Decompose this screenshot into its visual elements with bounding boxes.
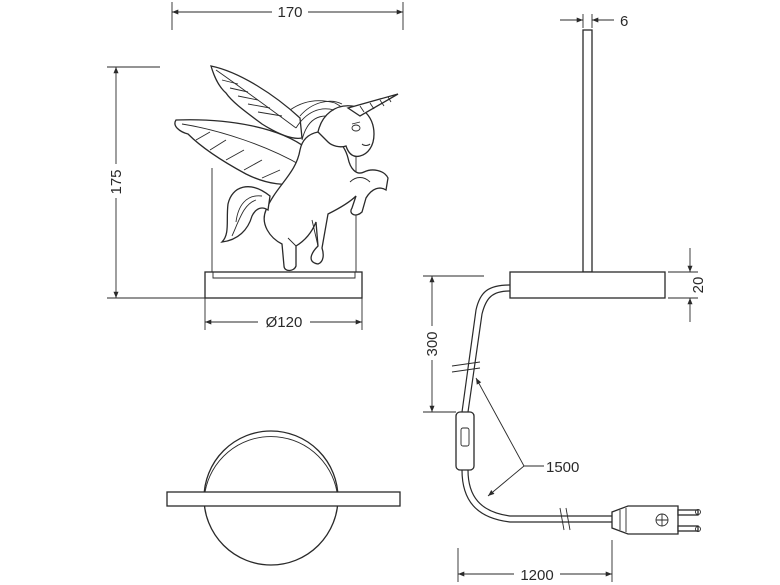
side-base <box>509 271 666 299</box>
dim-width-top-label: 170 <box>277 4 302 21</box>
dim-cable-switch-to-plug: 1200 <box>457 540 613 584</box>
side-pole <box>582 29 593 273</box>
plug-icon <box>611 505 701 535</box>
unicorn-wing-lower <box>174 119 307 185</box>
cable-break-mark <box>559 507 571 531</box>
cable-switch <box>455 411 475 471</box>
dim-height-front: 175 <box>106 66 205 299</box>
front-base <box>204 271 363 299</box>
dim-cable-to-switch-label: 300 <box>424 331 441 356</box>
dim-height-front-label: 175 <box>108 169 125 194</box>
dim-cable-total-label: 1500 <box>546 459 579 476</box>
top-panel <box>166 491 401 507</box>
unicorn-tail <box>220 186 271 243</box>
unicorn-body <box>263 131 389 272</box>
cable-break-mark <box>451 361 481 373</box>
side-view <box>451 29 701 535</box>
cable <box>461 284 612 523</box>
dim-width-top: 170 <box>171 2 404 30</box>
top-view <box>166 430 401 566</box>
dim-cable-switch-to-plug-label: 1200 <box>520 567 553 584</box>
dim-base-diameter: Ø120 <box>204 298 363 331</box>
switch-button-icon <box>460 427 470 447</box>
dim-base-diameter-label: Ø120 <box>266 314 303 331</box>
dim-cable-total: 1500 <box>475 377 579 497</box>
dim-pole-width-label: 6 <box>620 13 628 30</box>
dim-pole-width: 6 <box>560 13 628 30</box>
dim-cable-to-switch: 300 <box>422 275 484 413</box>
unicorn-head <box>295 93 399 158</box>
dim-base-height: 20 <box>668 248 707 322</box>
front-view <box>174 65 399 299</box>
dim-base-height-label: 20 <box>690 277 707 294</box>
